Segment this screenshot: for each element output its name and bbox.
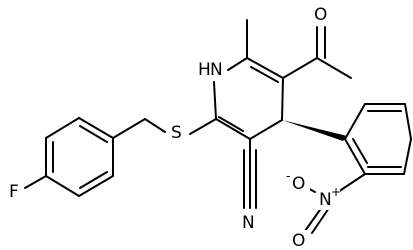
- ring-hydrogen: H: [198, 60, 211, 80]
- bond-c3-c2: [215, 118, 251, 140]
- fluorine-atom: F: [9, 182, 19, 202]
- nitro-o-upper-label-bg: [288, 172, 310, 194]
- bond-c6-c5: [246, 57, 284, 79]
- nitro-oxygen-upper: O: [292, 174, 305, 194]
- bond-np-1: [344, 103, 366, 140]
- nitro-oxygen-upper-charge: -: [286, 169, 290, 183]
- carbonyl-o-label-bg: [313, 4, 329, 26]
- ring-nitrogen: N: [210, 60, 223, 80]
- nitro-oxygen-lower: O: [292, 231, 305, 250]
- bond-np-6-double: [352, 138, 368, 164]
- sulfur-atom: S: [171, 123, 182, 143]
- acetyl-group: [282, 26, 352, 79]
- nitrophenyl-ring: [344, 103, 412, 175]
- nitrile-nitrogen: N: [242, 213, 255, 233]
- bond-carbonyl-methyl: [316, 57, 352, 79]
- bond-c4-c3: [249, 119, 283, 140]
- bond-n-o-lower: [304, 206, 323, 232]
- bond-n1-c6: [227, 57, 248, 71]
- stereo-wedge-bond: [282, 120, 347, 141]
- bond-fp-5: [45, 117, 80, 139]
- fluorine-label-bg: [7, 181, 23, 201]
- bond-ch2-aryl: [112, 118, 146, 139]
- bond-c5-c4: [281, 77, 284, 121]
- dihydropyridine-ring: [213, 57, 284, 140]
- bond-np-6: [344, 138, 366, 175]
- bond-c2-n1: [213, 81, 217, 120]
- bond-fp-3: [45, 175, 80, 197]
- carbonyl-oxygen: O: [314, 5, 327, 25]
- bond-np-3: [404, 103, 412, 140]
- bond-fp-2: [78, 175, 114, 197]
- nitro-nitrogen: N: [319, 190, 332, 210]
- nitrile-group: [243, 138, 257, 209]
- bond-fp-6: [78, 117, 114, 139]
- bond-c3-c2-double: [218, 116, 244, 132]
- bond-n-o-lower-double: [311, 207, 330, 234]
- bond-np-4: [403, 138, 412, 175]
- nitro-o-lower-label-bg: [290, 230, 308, 250]
- bond-c2-s: [189, 118, 217, 135]
- nitro-nitrogen-charge: +: [331, 185, 341, 199]
- bond-c5-carbonyl: [282, 57, 318, 79]
- bond-fp-2-double: [79, 171, 108, 189]
- bond-c-f: [24, 175, 47, 189]
- bond-s-ch2: [144, 118, 166, 133]
- bond-c6-c5-double: [250, 66, 279, 83]
- sulfur-label-bg: [169, 122, 185, 142]
- nh-label-bg: [197, 58, 227, 80]
- fluorophenyl-ring: [24, 117, 114, 197]
- bond-fp-6-double: [79, 125, 108, 143]
- thioether-linker: [112, 118, 217, 139]
- nitro-n-label-bg: [318, 188, 340, 210]
- nitrile-n-label-bg: [241, 212, 258, 232]
